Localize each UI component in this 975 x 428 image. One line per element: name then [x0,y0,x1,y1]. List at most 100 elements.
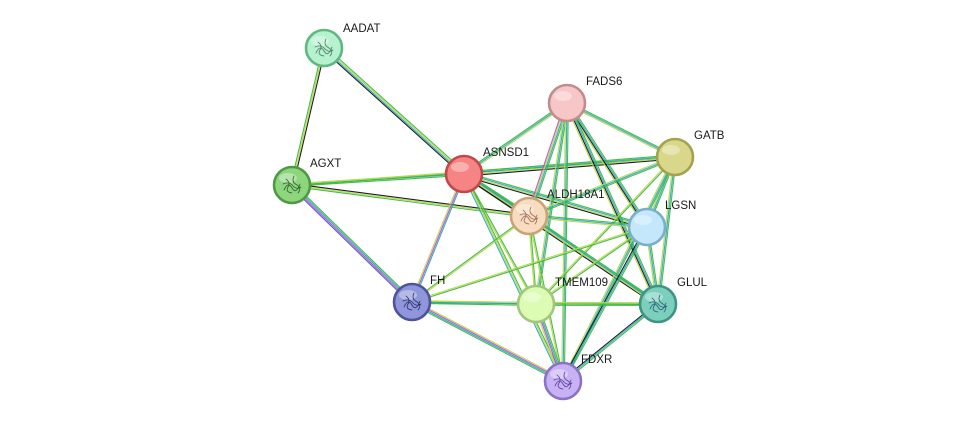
node-highlight [645,292,663,302]
edge-strand [564,103,657,306]
node-highlight [516,204,534,214]
edge-aldh18a1-glul[interactable] [527,214,660,306]
node-label: GLUL [677,277,708,289]
edge-strand [292,184,413,302]
edge-strand [411,301,537,305]
edge-strand [411,302,536,306]
edge-fads6-lgsn[interactable] [564,101,650,229]
edge-strand [561,302,658,381]
edge-strand [291,185,529,218]
node-circle [444,154,484,194]
edge-strand [528,216,647,229]
node-agxt[interactable]: AGXT [272,158,341,205]
edge-strand [527,102,567,216]
edge-strand [463,102,568,175]
edge-strand [290,47,324,185]
edge-strand [410,303,563,384]
edge-strand [292,183,530,216]
edge-strand [561,156,675,381]
edge-strand [561,102,567,381]
node-fdxr[interactable]: FDXR [543,354,612,401]
node-highlight [634,215,652,225]
edge-strand [412,300,564,381]
node-fh[interactable]: FH [392,275,445,322]
edge-strand [464,103,569,176]
node-highlight [523,292,541,302]
edge-strand [536,157,676,305]
edge-strand [528,156,676,217]
edge-strand [412,300,537,304]
edge-strand [562,303,659,382]
edge-aadat-asnsd1[interactable] [322,46,466,176]
node-asnsd1[interactable]: ASNSD1 [444,147,529,194]
edge-fads6-glul[interactable] [564,101,661,306]
edge-strand [412,299,565,380]
node-highlight [451,162,469,172]
edge-aldh18a1-lgsn[interactable] [528,214,648,229]
edge-strand [323,48,464,175]
edge-strand [529,157,676,218]
node-label: GATB [694,130,725,142]
edge-agxt-fh[interactable] [290,183,414,304]
node-gatb[interactable]: GATB [655,130,725,177]
node-aadat[interactable]: AADAT [304,23,381,68]
edge-strand [324,47,465,174]
edge-asnsd1-fads6[interactable] [462,101,569,176]
edge-strand [528,155,675,216]
edge-asnsd1-fh[interactable] [410,173,466,303]
node-tmem109[interactable]: TMEM109 [516,277,608,324]
edge-aadat-agxt[interactable] [290,47,326,186]
edges-layer [290,46,677,384]
node-fads6[interactable]: FADS6 [547,76,622,123]
edge-strand [411,173,465,303]
edge-strand [658,157,677,305]
edge-lgsn-fh[interactable] [411,225,648,304]
edge-strand [290,186,411,304]
edge-strand [529,214,660,304]
edge-agxt-aldh18a1[interactable] [291,183,530,218]
edge-fdxr-fh[interactable] [410,299,565,384]
edge-lgsn-tmem109[interactable] [535,225,648,306]
edge-aldh18a1-fh[interactable] [411,215,530,303]
edge-strand [536,227,648,306]
edge-strand [463,155,675,174]
edge-fads6-gatb[interactable] [566,101,676,159]
protein-structure-icon [648,294,668,313]
edge-glul-fdxr[interactable] [561,302,660,383]
edge-strand [568,101,661,304]
node-label: ALDH18A1 [547,189,605,201]
edge-tmem109-fh[interactable] [411,300,537,306]
edge-strand [322,49,464,176]
edge-strand [412,216,530,303]
edge-strand [412,174,466,303]
edge-strand [412,227,648,304]
edge-asnsd1-gatb[interactable] [463,154,676,177]
edge-strand [528,215,659,305]
edge-strand [568,101,650,227]
edge-strand [411,225,647,302]
node-aldh18a1[interactable]: ALDH18A1 [509,189,605,236]
node-lgsn[interactable]: LGSN [627,200,696,247]
edge-strand [566,103,675,159]
node-label: FADS6 [586,76,622,88]
edge-strand [464,173,565,381]
node-highlight [662,145,680,155]
edge-gatb-aldh18a1[interactable] [528,155,676,218]
edge-strand [293,183,414,301]
protein-structure-icon [314,38,334,57]
node-highlight [279,173,297,183]
edge-strand [563,304,660,383]
edge-strand [462,174,563,382]
node-circle [655,137,695,177]
edge-strand [291,184,530,217]
node-glul[interactable]: GLUL [638,277,708,324]
node-label: FH [430,275,445,287]
edge-fads6-aldh18a1[interactable] [526,102,570,217]
node-label: AGXT [310,158,341,170]
edge-strand [529,103,569,217]
node-circle [547,83,587,123]
edge-gatb-tmem109[interactable] [535,156,676,305]
edge-asnsd1-fdxr[interactable] [462,173,565,382]
edge-strand [291,185,412,303]
protein-structure-icon [402,292,422,311]
